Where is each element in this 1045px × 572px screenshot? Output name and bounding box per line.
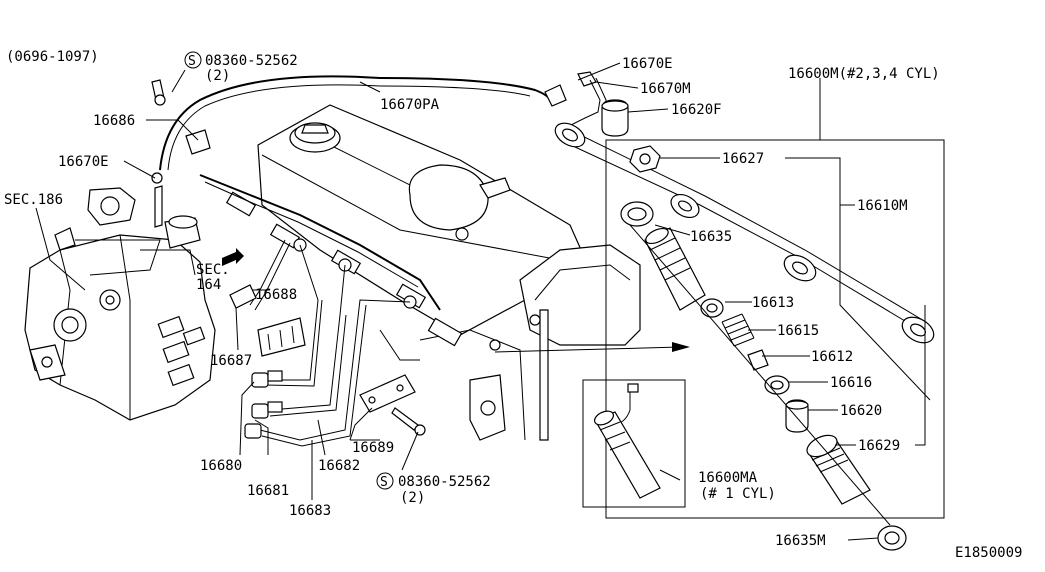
label-16629: 16629 [858, 438, 900, 454]
label-sec164-line2: 164 [196, 277, 221, 293]
label-16686: 16686 [93, 113, 135, 129]
label-16616: 16616 [830, 375, 872, 391]
leader-lines [35, 62, 931, 541]
callout-bolt-top: S 08360-52562 (2) [184, 51, 298, 84]
label-16635: 16635 [690, 229, 732, 245]
label-16627: 16627 [722, 151, 764, 167]
label-16613: 16613 [752, 295, 794, 311]
label-16635m: 16635M [775, 533, 826, 549]
label-16687: 16687 [210, 353, 252, 369]
label-16615: 16615 [777, 323, 819, 339]
label-16620: 16620 [840, 403, 882, 419]
label-16688: 16688 [255, 287, 297, 303]
label-sec186: SEC.186 [4, 192, 63, 208]
label-16600ma-note: (# 1 CYL) [700, 486, 776, 502]
bolt-top-qty: (2) [205, 68, 230, 84]
label-16689: 16689 [352, 440, 394, 456]
label-16612: 16612 [811, 349, 853, 365]
callout-bolt-bottom: S 08360-52562 (2) [376, 472, 491, 506]
label-16670pa: 16670PA [380, 97, 440, 113]
label-16682: 16682 [318, 458, 360, 474]
label-16620f: 16620F [671, 102, 722, 118]
leak-off-hose [151, 71, 629, 228]
date-range-label: (0696-1097) [6, 49, 99, 65]
label-16670e-left: 16670E [58, 154, 109, 170]
label-16670m: 16670M [640, 81, 691, 97]
label-16683: 16683 [289, 503, 331, 519]
label-16610m: 16610M [857, 198, 908, 214]
bolt-top-number: 08360-52562 [205, 53, 298, 69]
label-16681: 16681 [247, 483, 289, 499]
engine-illustration [24, 104, 641, 447]
label-16670e-right: 16670E [622, 56, 673, 72]
bolt-top-circle-letter: S [188, 54, 196, 69]
label-16680: 16680 [200, 458, 242, 474]
label-16600ma: 16600MA [698, 470, 758, 486]
label-sec164-line1: SEC. [196, 262, 230, 278]
no1-cyl-injector-inset [582, 379, 686, 508]
injector-exploded-view [554, 122, 945, 526]
bolt-bottom-qty: (2) [400, 490, 425, 506]
bolt-bottom-circle-letter: S [380, 475, 388, 490]
bolt-bottom-number: 08360-52562 [398, 474, 491, 490]
label-16600m: 16600M(#2,3,4 CYL) [788, 66, 940, 82]
figure-code: E1850009 [955, 545, 1022, 561]
